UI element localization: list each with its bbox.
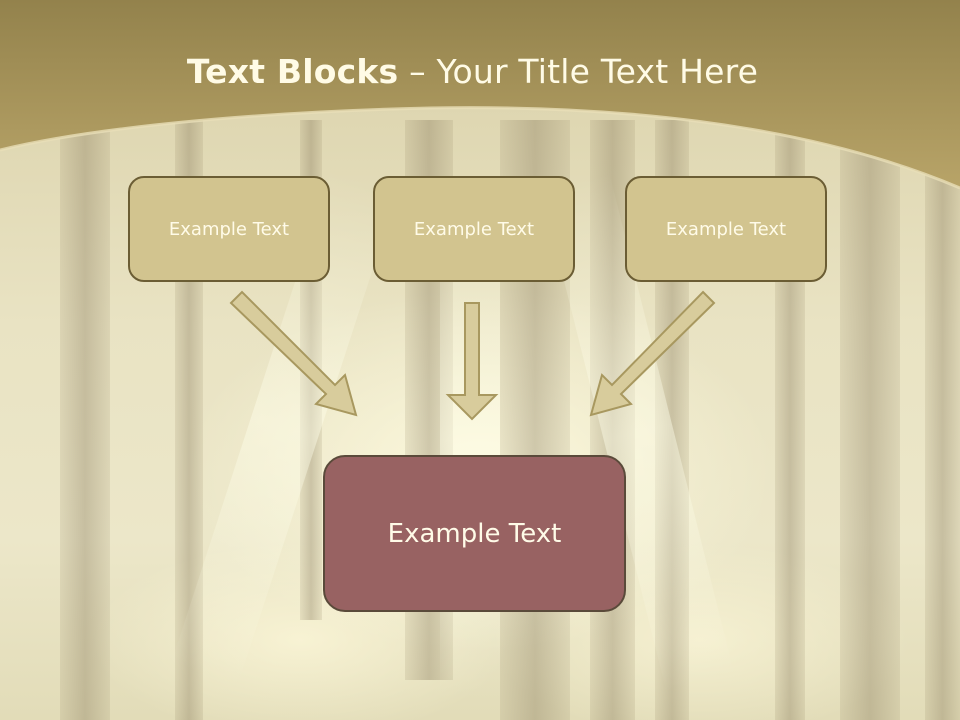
- tree-trunk: [925, 120, 960, 720]
- top-box-2: Example Text: [373, 176, 575, 282]
- arrow-center: [445, 302, 499, 421]
- slide-title: Text Blocks – Your Title Text Here: [0, 52, 945, 91]
- title-dash: –: [398, 52, 437, 91]
- bottom-box: Example Text: [323, 455, 626, 612]
- header-band: [0, 0, 960, 190]
- top-box-2-label: Example Text: [413, 218, 535, 240]
- bottom-box-label: Example Text: [387, 518, 562, 549]
- tree-trunk: [840, 120, 900, 720]
- tree-trunk: [60, 120, 110, 720]
- top-box-3: Example Text: [625, 176, 827, 282]
- title-rest: Your Title Text Here: [436, 52, 759, 91]
- top-box-1-label: Example Text: [168, 218, 290, 240]
- title-bold: Text Blocks: [186, 52, 399, 91]
- top-box-3-label: Example Text: [665, 218, 787, 240]
- arrow-left: [229, 290, 358, 417]
- top-box-1: Example Text: [128, 176, 330, 282]
- arrow-right: [589, 290, 716, 417]
